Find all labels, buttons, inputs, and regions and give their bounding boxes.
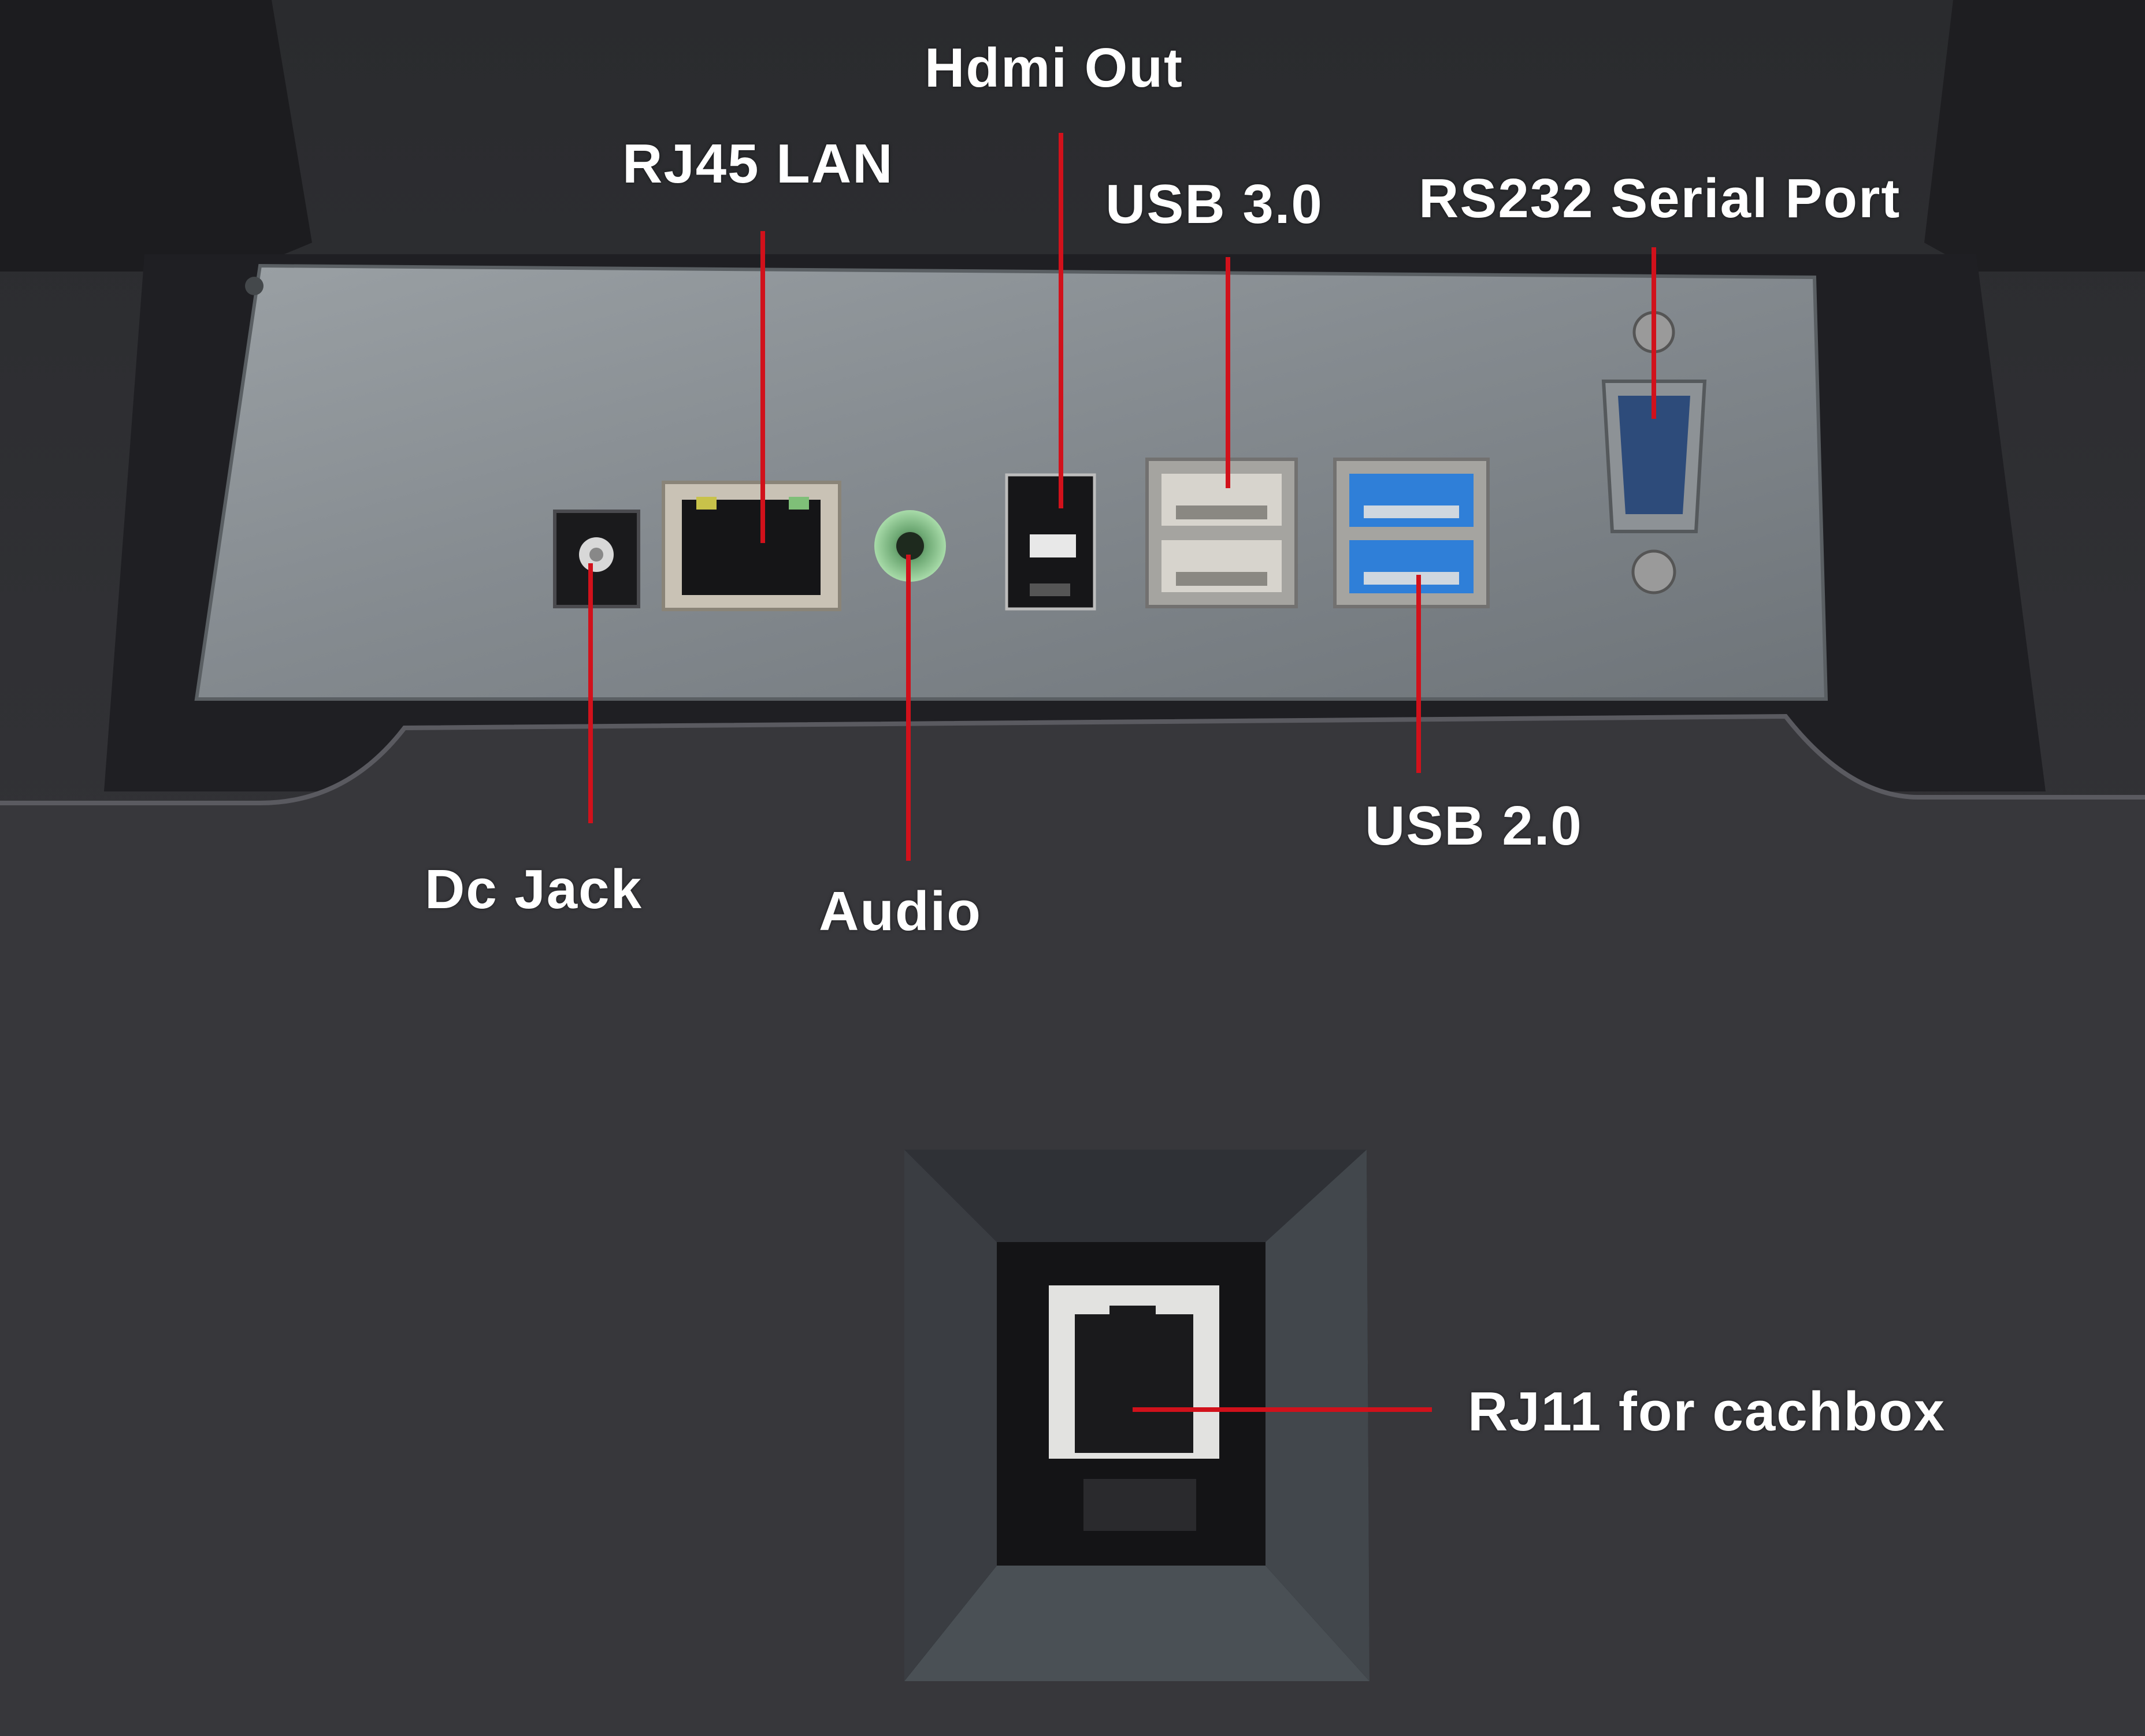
audio-jack-port bbox=[874, 510, 946, 582]
left-wing bbox=[0, 0, 312, 272]
label-usb-2-0: USB 2.0 bbox=[1365, 795, 1583, 857]
housing-lip-edge bbox=[0, 713, 2145, 805]
usb-3-0-stack bbox=[1333, 458, 1490, 608]
usb-2-0-stack bbox=[1145, 458, 1298, 608]
label-dc-jack: Dc Jack bbox=[425, 858, 643, 920]
rs232-serial-port bbox=[1601, 311, 1707, 594]
dc-jack-port bbox=[553, 510, 640, 608]
rj45-lan-port bbox=[662, 481, 841, 611]
leader-lines bbox=[588, 133, 1656, 1412]
label-usb-3-0: USB 3.0 bbox=[1105, 173, 1323, 235]
rj11-cashbox-port bbox=[904, 1150, 1370, 1681]
right-wing bbox=[1924, 0, 2145, 272]
label-audio: Audio bbox=[819, 880, 982, 942]
label-rj11-cashbox: RJ11 for cachbox bbox=[1468, 1381, 1946, 1443]
label-rs232-serial-port: RS232 Serial Port bbox=[1419, 168, 1901, 229]
label-hdmi-out: Hdmi Out bbox=[925, 37, 1183, 99]
panel-screw-left bbox=[245, 277, 264, 295]
label-rj45-lan: RJ45 LAN bbox=[622, 133, 894, 195]
hdmi-out-port bbox=[1005, 473, 1096, 611]
